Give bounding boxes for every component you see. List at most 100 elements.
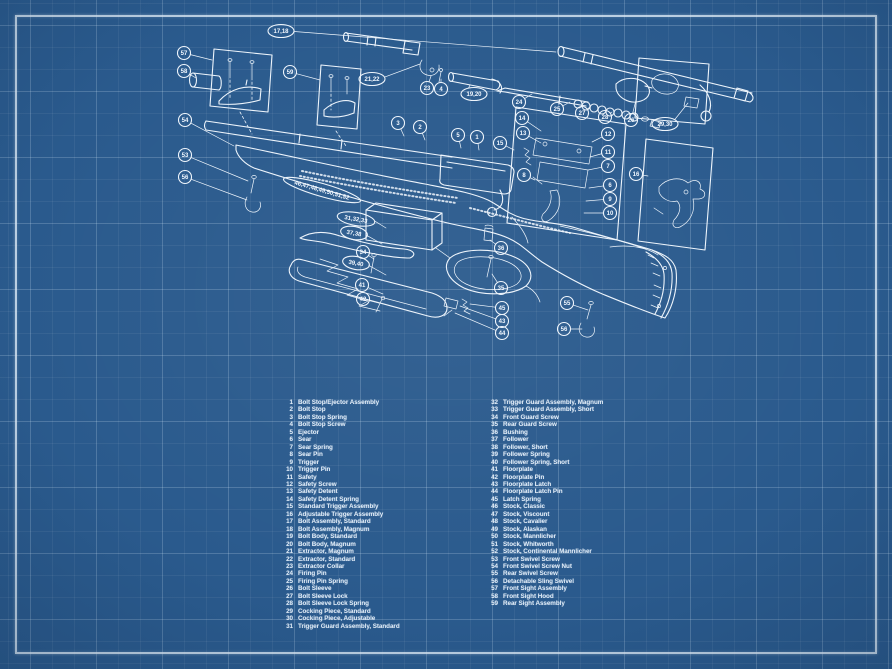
- part-name: Rear Swivel Screw: [503, 570, 558, 578]
- sear-spring: [523, 147, 532, 166]
- adjuster-screw: [683, 189, 689, 195]
- callout-3: 3: [390, 115, 406, 137]
- callout-15: 15: [492, 135, 515, 151]
- callout-leader-line: [572, 304, 589, 311]
- part-name: Bolt Body, Standard: [298, 533, 358, 541]
- callout-label: 17,18: [273, 29, 289, 35]
- rear-sling-swivel: [578, 322, 595, 338]
- callout-leader-line: [368, 255, 375, 260]
- front-guard-screw: [370, 256, 375, 274]
- trigger: [541, 189, 561, 222]
- part-name: Extractor, Standard: [298, 555, 356, 563]
- part-name: Safety: [298, 473, 317, 481]
- callout-leader-line: [591, 136, 603, 143]
- callout-label: 11: [605, 150, 612, 156]
- callout-leader-line: [469, 303, 496, 308]
- callout-label: 29,30: [657, 122, 673, 128]
- callout-9: 9: [585, 191, 618, 207]
- part-name: Follower Spring, Short: [503, 458, 570, 466]
- callout-label: 9: [608, 197, 612, 203]
- callout-leader-line: [459, 141, 462, 149]
- receiver: [439, 154, 515, 195]
- part-name: Safety Detent: [298, 488, 338, 496]
- callout-leader-line: [296, 73, 321, 81]
- callout-label: 27: [579, 111, 586, 117]
- callout-58: 58: [176, 63, 197, 79]
- rear-sight-box: [316, 64, 362, 130]
- part-number: 20: [286, 540, 293, 548]
- part-number: 15: [286, 503, 293, 511]
- callout-label: 43: [499, 319, 506, 325]
- part-number: 51: [491, 540, 498, 548]
- callout-label: 4: [439, 87, 443, 93]
- callout-leader-line: [190, 157, 249, 182]
- part-name: Extractor, Magnum: [298, 548, 354, 556]
- callout-label: 37,38: [346, 230, 362, 239]
- callout-label: 24: [516, 100, 523, 106]
- part-number: 19: [286, 533, 293, 541]
- part-number: 46: [491, 503, 498, 511]
- callout-label: 44: [499, 331, 506, 337]
- callout-leader-line: [190, 122, 235, 147]
- part-name: Firing Pin: [298, 570, 327, 578]
- part-name: Floorplate Pin: [503, 473, 545, 481]
- part-name: Stock, Whitworth: [503, 540, 554, 548]
- callout-6: 6: [588, 177, 618, 193]
- callout-label: 3: [396, 121, 400, 127]
- trigger-pin-hole: [576, 148, 582, 154]
- part-number: 22: [286, 555, 293, 563]
- callout-17-18: 17,18: [267, 23, 557, 53]
- callout-leader-line: [384, 63, 421, 78]
- callout-leader-line: [459, 305, 497, 320]
- rifle-line-art: [188, 31, 754, 338]
- bolt-body-cap: [447, 71, 455, 83]
- callout-16: 16: [628, 166, 649, 182]
- callout-label: 26: [628, 118, 635, 124]
- buttplate-screw: [663, 266, 667, 270]
- callout-35: 35: [491, 273, 509, 296]
- callout-label: 55: [564, 301, 571, 307]
- callout-label: 15: [497, 141, 504, 147]
- part-name: Rear Sight Assembly: [503, 600, 565, 608]
- callout-label: 34: [360, 250, 367, 256]
- swivel-screw-head: [588, 301, 594, 305]
- callout-10: 10: [583, 205, 618, 221]
- part-number: 57: [491, 585, 498, 593]
- screw-head: [439, 68, 443, 72]
- part-number: 8: [289, 451, 294, 459]
- callout-label: 42: [360, 297, 367, 303]
- callout-leader-line: [674, 102, 689, 120]
- rear-swivel-screw: [586, 304, 592, 320]
- callout-label: 16: [633, 172, 640, 178]
- callout-label: 2: [418, 125, 422, 131]
- bolt-sleeve: [615, 77, 653, 103]
- part-name: Floorplate Latch Pin: [503, 488, 563, 496]
- callout-42: 42: [355, 291, 380, 307]
- callout-leader-line: [400, 128, 405, 137]
- callout-leader-line: [422, 132, 426, 141]
- bolt-assembly: [559, 46, 754, 103]
- part-name: Trigger Pin: [298, 466, 331, 474]
- callout-44: 44: [454, 312, 510, 341]
- callout-label: 35: [498, 286, 505, 292]
- part-number: 31: [286, 622, 293, 630]
- part-name: Front Sight Assembly: [503, 585, 567, 593]
- callout-label: 1: [475, 135, 479, 141]
